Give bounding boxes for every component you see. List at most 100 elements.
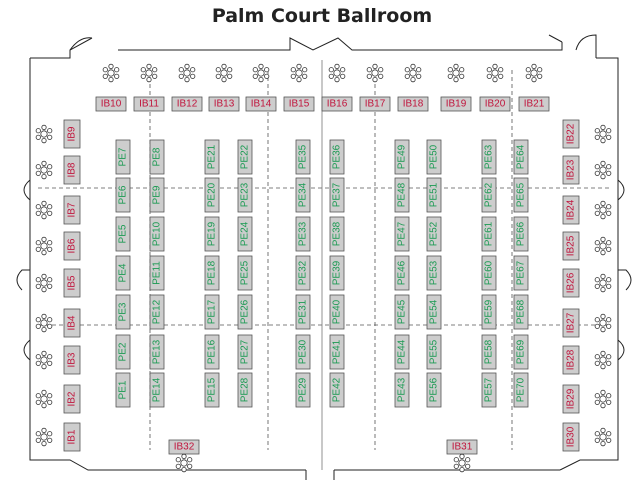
booth-pe28[interactable]: PE28: [237, 372, 253, 408]
booth-pe37[interactable]: PE37: [329, 177, 345, 213]
booth-ib25[interactable]: IB25: [562, 231, 580, 261]
booth-pe55[interactable]: PE55: [426, 334, 442, 370]
booth-pe25[interactable]: PE25: [237, 255, 253, 291]
booth-pe26[interactable]: PE26: [237, 294, 253, 330]
booth-pe65[interactable]: PE65: [513, 177, 529, 213]
booth-ib8[interactable]: IB8: [63, 155, 81, 185]
booth-pe22[interactable]: PE22: [237, 139, 253, 175]
booth-pe2[interactable]: PE2: [115, 334, 131, 370]
booth-pe23[interactable]: PE23: [237, 177, 253, 213]
booth-pe62[interactable]: PE62: [481, 177, 497, 213]
booth-pe50[interactable]: PE50: [426, 139, 442, 175]
booth-pe13[interactable]: PE13: [149, 334, 165, 370]
booth-pe35[interactable]: PE35: [295, 139, 311, 175]
booth-pe48[interactable]: PE48: [394, 177, 410, 213]
booth-pe3[interactable]: PE3: [115, 294, 131, 330]
booth-pe64[interactable]: PE64: [513, 139, 529, 175]
booth-pe31[interactable]: PE31: [295, 294, 311, 330]
booth-pe34[interactable]: PE34: [295, 177, 311, 213]
booth-pe41[interactable]: PE41: [329, 334, 345, 370]
booth-pe16[interactable]: PE16: [204, 334, 220, 370]
booth-pe15[interactable]: PE15: [204, 372, 220, 408]
booth-ib30[interactable]: IB30: [562, 422, 580, 452]
booth-ib3[interactable]: IB3: [63, 345, 81, 375]
booth-ib29[interactable]: IB29: [562, 384, 580, 414]
booth-pe67[interactable]: PE67: [513, 255, 529, 291]
booth-pe33[interactable]: PE33: [295, 216, 311, 252]
booth-pe1[interactable]: PE1: [115, 372, 131, 408]
booth-ib19[interactable]: IB19: [440, 96, 472, 112]
booth-pe4[interactable]: PE4: [115, 255, 131, 291]
booth-pe29[interactable]: PE29: [295, 372, 311, 408]
booth-ib31[interactable]: IB31: [446, 439, 478, 455]
booth-ib14[interactable]: IB14: [245, 96, 277, 112]
booth-pe21[interactable]: PE21: [204, 139, 220, 175]
booth-pe7[interactable]: PE7: [115, 139, 131, 175]
booth-pe44[interactable]: PE44: [394, 334, 410, 370]
booth-ib17[interactable]: IB17: [359, 96, 391, 112]
booth-ib1[interactable]: IB1: [63, 422, 81, 452]
booth-ib10[interactable]: IB10: [95, 96, 127, 112]
booth-ib12[interactable]: IB12: [171, 96, 203, 112]
booth-ib11[interactable]: IB11: [133, 96, 165, 112]
booth-ib6[interactable]: IB6: [63, 231, 81, 261]
booth-pe43[interactable]: PE43: [394, 372, 410, 408]
booth-pe53[interactable]: PE53: [426, 255, 442, 291]
booth-pe10[interactable]: PE10: [149, 216, 165, 252]
booth-pe5[interactable]: PE5: [115, 216, 131, 252]
booth-pe49[interactable]: PE49: [394, 139, 410, 175]
booth-pe27[interactable]: PE27: [237, 334, 253, 370]
booth-pe17[interactable]: PE17: [204, 294, 220, 330]
booth-pe63[interactable]: PE63: [481, 139, 497, 175]
booth-pe61[interactable]: PE61: [481, 216, 497, 252]
booth-pe46[interactable]: PE46: [394, 255, 410, 291]
booth-pe59[interactable]: PE59: [481, 294, 497, 330]
booth-pe18[interactable]: PE18: [204, 255, 220, 291]
booth-ib9[interactable]: IB9: [63, 119, 81, 149]
booth-pe39[interactable]: PE39: [329, 255, 345, 291]
booth-pe52[interactable]: PE52: [426, 216, 442, 252]
booth-ib32[interactable]: IB32: [168, 439, 200, 455]
booth-pe58[interactable]: PE58: [481, 334, 497, 370]
booth-pe11[interactable]: PE11: [149, 255, 165, 291]
booth-pe24[interactable]: PE24: [237, 216, 253, 252]
booth-ib28[interactable]: IB28: [562, 345, 580, 375]
booth-pe68[interactable]: PE68: [513, 294, 529, 330]
booth-pe47[interactable]: PE47: [394, 216, 410, 252]
booth-pe12[interactable]: PE12: [149, 294, 165, 330]
booth-ib22[interactable]: IB22: [562, 119, 580, 149]
booth-pe19[interactable]: PE19: [204, 216, 220, 252]
booth-pe70[interactable]: PE70: [513, 372, 529, 408]
booth-ib15[interactable]: IB15: [283, 96, 315, 112]
booth-pe60[interactable]: PE60: [481, 255, 497, 291]
booth-pe6[interactable]: PE6: [115, 177, 131, 213]
booth-pe69[interactable]: PE69: [513, 334, 529, 370]
booth-ib5[interactable]: IB5: [63, 268, 81, 298]
booth-pe51[interactable]: PE51: [426, 177, 442, 213]
booth-pe14[interactable]: PE14: [149, 372, 165, 408]
booth-pe32[interactable]: PE32: [295, 255, 311, 291]
booth-ib4[interactable]: IB4: [63, 308, 81, 338]
booth-ib16[interactable]: IB16: [321, 96, 353, 112]
booth-pe40[interactable]: PE40: [329, 294, 345, 330]
booth-ib18[interactable]: IB18: [397, 96, 429, 112]
booth-ib2[interactable]: IB2: [63, 384, 81, 414]
booth-ib13[interactable]: IB13: [208, 96, 240, 112]
booth-pe66[interactable]: PE66: [513, 216, 529, 252]
booth-ib27[interactable]: IB27: [562, 308, 580, 338]
booth-pe38[interactable]: PE38: [329, 216, 345, 252]
booth-pe20[interactable]: PE20: [204, 177, 220, 213]
booth-pe42[interactable]: PE42: [329, 372, 345, 408]
booth-pe45[interactable]: PE45: [394, 294, 410, 330]
booth-ib20[interactable]: IB20: [479, 96, 511, 112]
booth-pe30[interactable]: PE30: [295, 334, 311, 370]
booth-ib23[interactable]: IB23: [562, 155, 580, 185]
booth-pe56[interactable]: PE56: [426, 372, 442, 408]
booth-pe36[interactable]: PE36: [329, 139, 345, 175]
booth-pe8[interactable]: PE8: [149, 139, 165, 175]
booth-pe54[interactable]: PE54: [426, 294, 442, 330]
booth-pe9[interactable]: PE9: [149, 177, 165, 213]
booth-pe57[interactable]: PE57: [481, 372, 497, 408]
booth-ib7[interactable]: IB7: [63, 195, 81, 225]
booth-ib26[interactable]: IB26: [562, 268, 580, 298]
